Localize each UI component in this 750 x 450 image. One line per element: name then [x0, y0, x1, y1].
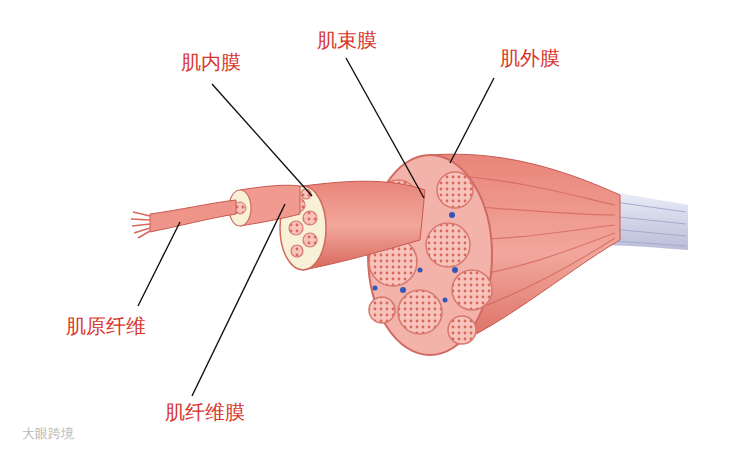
callout-label: 肌纤维膜 [165, 400, 245, 424]
myofibril-filaments [131, 212, 150, 238]
callout-label: 肌束膜 [317, 28, 377, 52]
watermark: 大眼跨境 [22, 426, 74, 442]
leader-lines [138, 58, 494, 396]
callout-label: 肌原纤维 [66, 314, 146, 338]
callout-label: 肌内膜 [181, 50, 241, 74]
callout-label: 肌外膜 [500, 46, 560, 70]
myofibril [150, 200, 236, 232]
